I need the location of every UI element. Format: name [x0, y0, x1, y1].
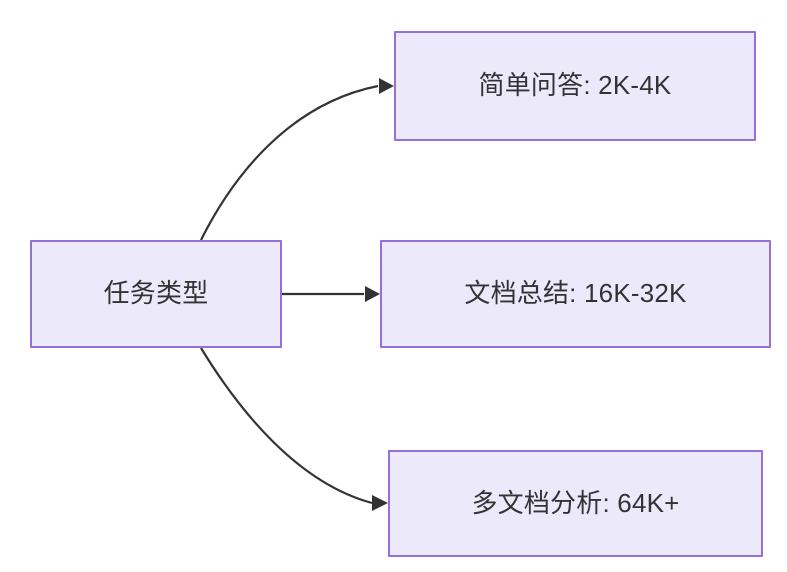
edge-root-to-multi-doc [200, 347, 373, 505]
node-task-type[interactable]: 任务类型 [30, 240, 282, 348]
arrow-head-icon-doc-summary [365, 286, 380, 302]
node-simple-qa-label: 简单问答: 2K-4K [478, 70, 672, 101]
node-doc-summary-label: 文档总结: 16K-32K [464, 278, 687, 309]
arrow-head-icon-multi-doc [372, 495, 388, 511]
arrow-head-icon-simple-qa [379, 78, 394, 94]
node-doc-summary[interactable]: 文档总结: 16K-32K [380, 240, 771, 348]
edge-root-to-simple-qa [200, 84, 379, 241]
node-simple-qa[interactable]: 简单问答: 2K-4K [394, 31, 756, 141]
node-multi-doc[interactable]: 多文档分析: 64K+ [388, 450, 763, 557]
node-task-type-label: 任务类型 [103, 278, 209, 309]
node-multi-doc-label: 多文档分析: 64K+ [471, 487, 680, 518]
